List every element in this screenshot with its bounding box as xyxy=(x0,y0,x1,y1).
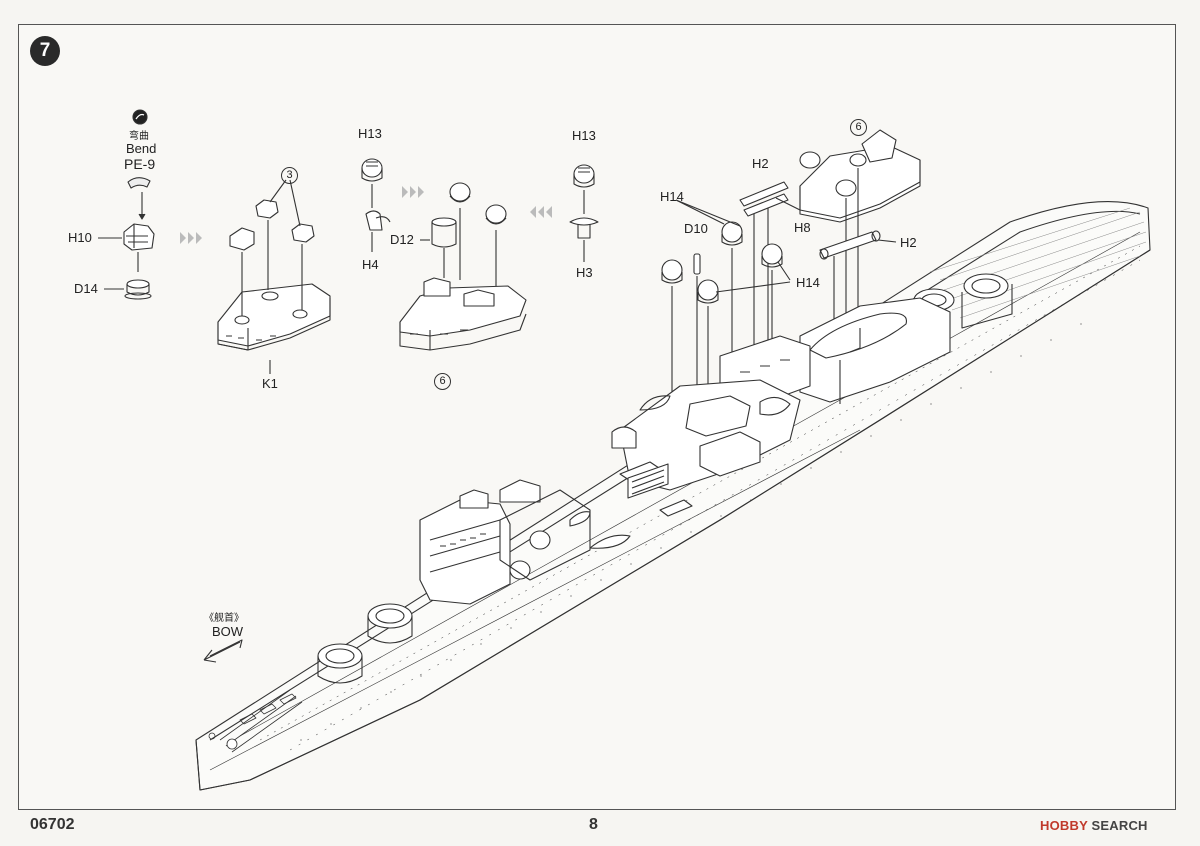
part-label-d12: D12 xyxy=(390,232,414,247)
h13-part-b xyxy=(573,164,595,188)
turret-parts-six xyxy=(443,182,507,300)
d14-part xyxy=(124,279,152,300)
subassembly-marker-6-right: 6 xyxy=(850,119,867,136)
kit-code: 06702 xyxy=(30,816,75,833)
bow-direction-arrow xyxy=(203,639,243,663)
part-label-h4: H4 xyxy=(362,257,379,272)
bend-icon xyxy=(132,109,148,125)
pe9-part xyxy=(127,177,151,189)
part-label-d14: D14 xyxy=(74,281,98,296)
part-label-d10: D10 xyxy=(684,221,708,236)
forecastle-fittings xyxy=(208,689,303,753)
part-label-h8: H8 xyxy=(794,220,811,235)
boats-and-funnel xyxy=(569,461,693,549)
brand-hobby: HOBBY xyxy=(1040,818,1088,833)
part-label-h14-right: H14 xyxy=(796,275,820,290)
subassembly-marker-3: 3 xyxy=(281,167,298,184)
bend-symbol-text: 弯曲 xyxy=(129,131,149,142)
assembly-arrow-left-3 xyxy=(530,206,552,218)
aft-turret-rings xyxy=(913,273,1013,329)
part-label-h3: H3 xyxy=(576,265,593,280)
h4-part xyxy=(365,210,391,231)
k1-small-parts xyxy=(229,179,315,316)
part-label-h2-top: H2 xyxy=(752,156,769,171)
bow-label: BOW xyxy=(212,624,244,639)
brand-search: SEARCH xyxy=(1091,818,1148,833)
h14-domes xyxy=(661,199,791,448)
d12-part xyxy=(431,217,457,248)
assembly-arrow-right-1 xyxy=(180,232,202,244)
k1-deck-structure xyxy=(217,283,331,351)
portholes xyxy=(300,323,1082,741)
h2-part-a xyxy=(739,181,801,360)
part-label-k1: K1 xyxy=(262,376,278,391)
step-number-badge: 7 xyxy=(30,36,60,66)
watermark-brand: HOBBY SEARCH xyxy=(1040,818,1148,833)
part-label-h13-right: H13 xyxy=(572,128,596,143)
bend-label: Bend xyxy=(126,141,157,156)
subassembly-marker-6-left: 6 xyxy=(434,373,451,390)
assembly-arrow-right-2 xyxy=(402,186,424,198)
forward-bridge xyxy=(419,479,591,605)
h3-part xyxy=(569,217,599,239)
part-label-h13-left: H13 xyxy=(358,126,382,141)
part-label-pe9: PE-9 xyxy=(124,156,156,172)
midship-superstructure xyxy=(611,379,801,491)
part-label-h10: H10 xyxy=(68,230,92,245)
part-label-h14: H14 xyxy=(660,189,684,204)
part-label-h2-right: H2 xyxy=(900,235,917,250)
h13-part-a xyxy=(361,158,383,182)
page-frame xyxy=(18,24,1176,810)
forward-turret-rings xyxy=(317,603,413,684)
six-bridge-structure xyxy=(399,277,527,351)
h10-part xyxy=(123,223,155,251)
page-number: 8 xyxy=(589,816,598,833)
bow-label-cn: 《舰首》 xyxy=(204,613,244,624)
six-subassembly-top xyxy=(799,129,921,402)
